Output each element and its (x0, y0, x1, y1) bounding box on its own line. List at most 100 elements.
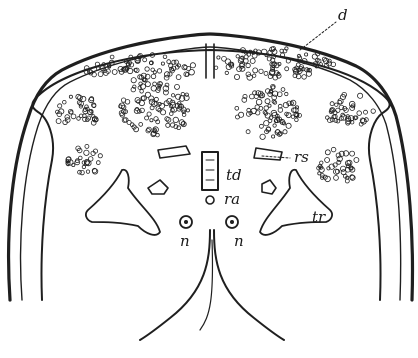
cell (302, 75, 307, 80)
cell (320, 161, 323, 164)
cell (145, 82, 150, 87)
cell (286, 123, 291, 128)
cell (325, 158, 330, 163)
cell (264, 121, 269, 126)
cell (58, 104, 62, 108)
cell (285, 67, 289, 71)
cell (283, 130, 287, 134)
median-ring (206, 196, 214, 204)
label-ra: ra (224, 190, 240, 208)
cell (246, 63, 250, 67)
cell (186, 109, 189, 112)
cell (235, 106, 239, 110)
left-small-process (148, 180, 168, 194)
cell (265, 99, 270, 104)
cell (174, 60, 178, 64)
cell (335, 103, 338, 106)
cell (98, 154, 102, 158)
cell (326, 116, 330, 120)
label-n-left: n (180, 232, 190, 250)
median-tube-outline (202, 152, 218, 190)
cell (358, 93, 363, 98)
cell (147, 127, 152, 132)
cell (170, 123, 174, 127)
nerve-cords (180, 216, 238, 228)
cell (357, 111, 362, 116)
cell (244, 59, 249, 64)
cell (255, 105, 259, 109)
inner-lining (32, 50, 389, 300)
cell (121, 98, 125, 102)
cluster-left-outer (56, 94, 99, 125)
cell (217, 56, 220, 59)
right-radial-bar (254, 148, 282, 160)
cell (236, 55, 239, 58)
cell (272, 135, 275, 138)
cell (139, 123, 143, 127)
cell (78, 95, 83, 100)
cell (334, 176, 339, 181)
cell (96, 161, 100, 165)
cell (237, 67, 242, 72)
cell (82, 165, 85, 168)
cell (81, 96, 86, 101)
median-tube (202, 152, 218, 204)
cell (84, 150, 89, 155)
cell (175, 84, 180, 89)
cluster-right-outer (326, 92, 376, 126)
cluster-left-inner (119, 82, 190, 137)
cell (170, 112, 174, 116)
ventral-stem (140, 230, 284, 340)
cell (85, 144, 89, 148)
label-d-leader (300, 22, 336, 50)
cell (79, 156, 83, 160)
cell (151, 68, 155, 72)
cell (185, 93, 188, 96)
cell (139, 101, 144, 106)
cell (264, 71, 268, 75)
cell (285, 92, 288, 95)
cell (131, 78, 136, 83)
cell (181, 92, 184, 95)
cell (171, 94, 174, 97)
cell (56, 119, 61, 124)
cell (112, 70, 117, 75)
cell (161, 110, 166, 115)
cell (331, 147, 336, 152)
label-d: d (338, 6, 348, 24)
cell (63, 100, 67, 104)
cell (86, 170, 89, 173)
small-processes (148, 180, 276, 194)
cell (151, 74, 156, 79)
label-n-right: n (234, 232, 244, 250)
cell (166, 123, 170, 127)
cluster-dorsal-left (84, 53, 195, 83)
cell (143, 58, 147, 62)
cell (350, 151, 355, 156)
cell (259, 69, 263, 73)
cell (291, 115, 294, 118)
cell (239, 112, 244, 117)
cell (364, 110, 368, 114)
cell (165, 117, 169, 121)
cluster-left-lower (66, 144, 103, 174)
cell (150, 119, 153, 122)
cell (305, 53, 308, 56)
cell (234, 74, 239, 79)
cell (256, 99, 262, 105)
cell (176, 75, 181, 80)
cell (110, 55, 114, 59)
cell (312, 54, 317, 59)
cell (82, 161, 86, 165)
cell (268, 104, 271, 107)
left-transverse-muscle (86, 170, 160, 235)
cell (325, 150, 330, 155)
cell (250, 59, 255, 64)
cell (72, 163, 75, 166)
cell (164, 75, 169, 80)
cell (147, 112, 151, 116)
cell (272, 95, 277, 100)
label-rs-leader (262, 156, 290, 158)
